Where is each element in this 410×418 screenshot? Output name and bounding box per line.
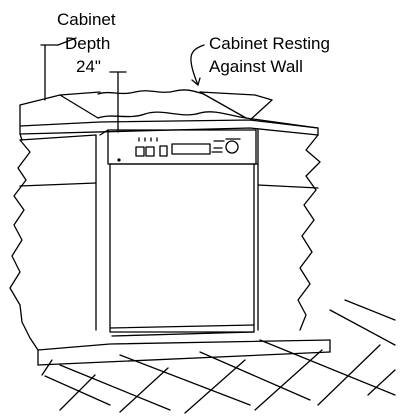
left-cabinet [9, 134, 331, 366]
rear-wall-surface [97, 89, 247, 119]
cabinet-depth-label-line-2: Depth [65, 34, 111, 53]
countertop [19, 91, 319, 141]
cabinet-depth-value: 24" [76, 57, 101, 76]
cabinet-wall-label-line-1: Cabinet Resting [209, 34, 330, 53]
indicator-dot [117, 158, 121, 162]
right-cabinet [257, 129, 321, 331]
callout-leaders [40, 37, 205, 133]
control-panel [135, 137, 241, 157]
cabinet-depth-label-line-1: Cabinet [57, 10, 116, 29]
cabinet-wall-label-line-2: Against Wall [209, 57, 303, 76]
floor-tile-grid [41, 299, 396, 414]
dishwasher [99, 129, 259, 337]
